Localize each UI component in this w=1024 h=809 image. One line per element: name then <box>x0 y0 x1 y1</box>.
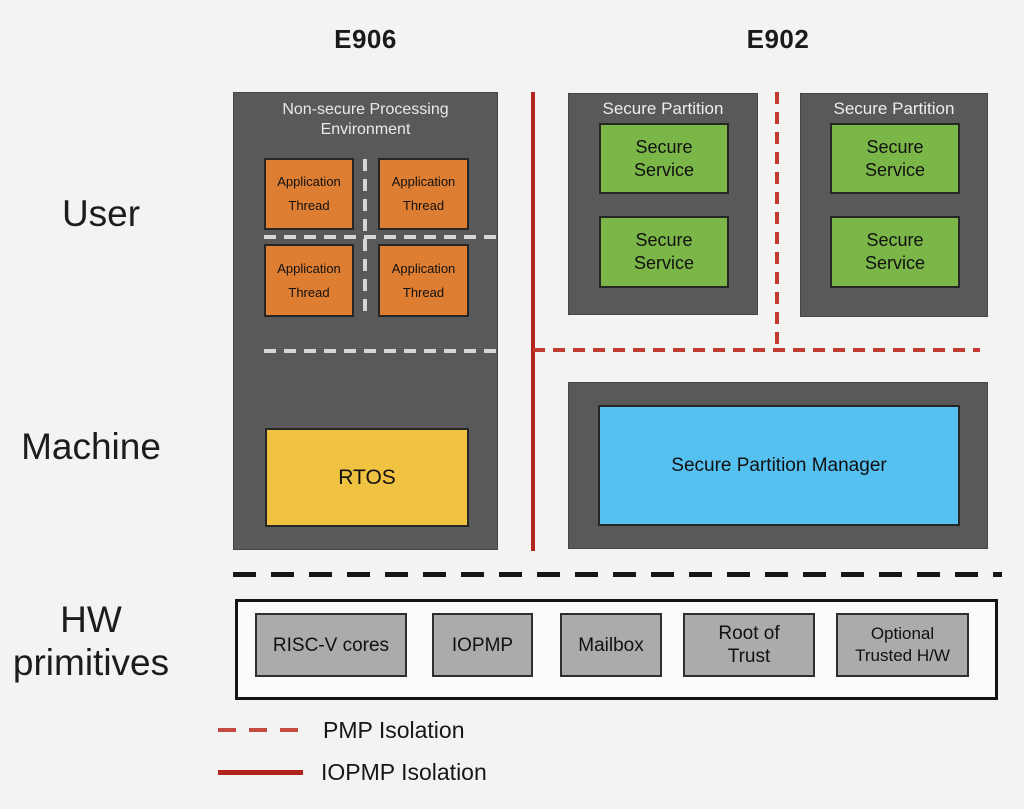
chip-label-line2: Trust <box>727 646 771 667</box>
chip-label-line1: Root of <box>718 623 780 644</box>
service-label-line2: Service <box>633 159 695 180</box>
iopmp-isolation-line-vertical <box>531 92 535 551</box>
hw-label-line1: HW <box>60 599 122 640</box>
chip-iopmp: IOPMP <box>432 613 533 677</box>
chip-label-line1: Optional <box>870 624 935 643</box>
service-label-line1: Secure <box>866 230 924 250</box>
chip-label: RISC-V cores <box>272 634 390 656</box>
service-label-line1: Secure <box>635 230 693 250</box>
machine-hw-divider-dashed-line <box>233 572 1002 577</box>
chip-riscv-cores: RISC-V cores <box>255 613 407 677</box>
application-thread-box: Application Thread <box>378 158 469 230</box>
thread-label-line1: Application <box>391 260 456 276</box>
thread-label-line1: Application <box>277 174 341 189</box>
chip-label-line2: Trusted H/W <box>855 646 950 665</box>
secure-service-box: Secure Service <box>599 216 729 288</box>
chip-root-of-trust: Root of Trust <box>683 613 815 677</box>
legend-iopmp-isolation-solid-line <box>218 770 303 775</box>
spm-outer-panel: Secure Partition Manager <box>568 382 988 549</box>
nonsecure-env-title-line1: Non-secure Processing <box>282 101 449 118</box>
legend-iopmp-isolation-label: IOPMP Isolation <box>321 759 487 785</box>
secure-partition-manager-box: Secure Partition Manager <box>598 405 960 526</box>
thread-label-line2: Thread <box>402 284 445 300</box>
service-label-line2: Service <box>864 159 926 180</box>
hw-primitives-container: RISC-V cores IOPMP Mailbox Root of Trust… <box>235 599 998 700</box>
secure-partition-title: Secure Partition <box>833 99 955 118</box>
pmp-isolation-line-horizontal <box>533 348 980 352</box>
nonsecure-env-title: Non-secure Processing Environment <box>234 100 497 140</box>
secure-partition-panel-2: Secure Partition Secure Service Secure S… <box>800 93 988 317</box>
service-label-line2: Service <box>864 253 926 273</box>
nonsecure-env-title-line2: Environment <box>320 121 411 138</box>
secure-partition-title: Secure Partition <box>602 99 724 118</box>
nonsecure-processing-environment-panel: Non-secure Processing Environment Applic… <box>233 92 501 550</box>
application-thread-box: Application Thread <box>264 158 354 230</box>
row-label-user: User <box>61 193 141 234</box>
user-machine-divider-dashed-line <box>264 349 501 353</box>
secure-service-box: Secure Service <box>830 216 960 288</box>
thread-label-line2: Thread <box>402 198 445 213</box>
service-label-line1: Secure <box>866 136 924 157</box>
thread-label-line1: Application <box>277 260 341 276</box>
e906-core-title: E906 <box>334 24 397 54</box>
pmp-isolation-line-vertical <box>775 92 779 349</box>
chip-label: Mailbox <box>578 634 644 656</box>
legend-pmp-isolation-label: PMP Isolation <box>323 717 465 743</box>
service-label-line1: Secure <box>635 136 693 157</box>
thread-label-line1: Application <box>391 174 456 189</box>
legend-pmp-isolation-dashed-line <box>218 728 298 732</box>
chip-mailbox: Mailbox <box>560 613 662 677</box>
row-label-hw-primitives: HW primitives <box>10 598 172 684</box>
secure-service-box: Secure Service <box>599 123 729 194</box>
e902-core-title: E902 <box>746 24 810 54</box>
secure-partition-panel-1: Secure Partition Secure Service Secure S… <box>568 93 758 315</box>
thread-label-line2: Thread <box>288 284 330 300</box>
hw-label-line2: primitives <box>12 642 170 683</box>
thread-divider-horizontal-dashed-line <box>264 235 501 239</box>
chip-optional-trusted-hw: Optional Trusted H/W <box>836 613 969 677</box>
application-thread-box: Application Thread <box>378 244 469 317</box>
rtos-box: RTOS <box>265 428 469 527</box>
service-label-line2: Service <box>633 253 695 273</box>
row-label-machine: Machine <box>21 426 161 467</box>
thread-label-line2: Thread <box>288 198 330 213</box>
secure-service-box: Secure Service <box>830 123 960 194</box>
chip-label: IOPMP <box>451 634 514 656</box>
application-thread-box: Application Thread <box>264 244 354 317</box>
